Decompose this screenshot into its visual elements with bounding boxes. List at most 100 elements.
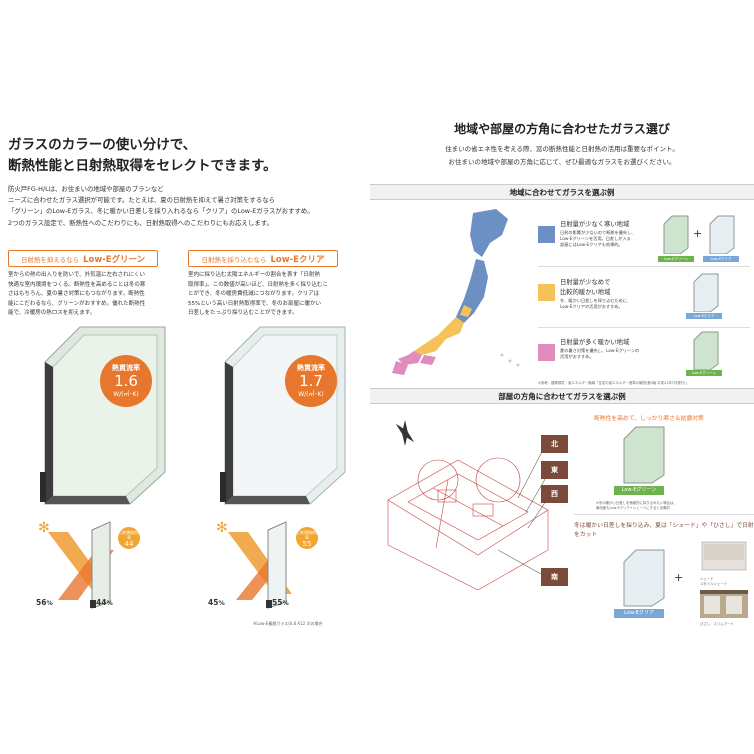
plus-icon: + (674, 571, 684, 584)
region-title: 日射量が少なめで (560, 279, 611, 286)
clear-glass-icon (709, 215, 735, 254)
room-section-header: 部屋の方角に合わせてガラスを選ぶ例 (370, 388, 754, 404)
japan-map (392, 209, 520, 375)
desc-line: 日差しをたっぷり採り込むことができます。 (188, 310, 298, 317)
left-body: 防火戸FG-H/Lは、お住まいの地域や部屋のプランなど ニーズに合わせたガラス選… (8, 184, 348, 229)
region-title: 比較的暖かい地域 (560, 289, 611, 296)
desc-line: 快適な室内環境をつくる。断熱性を高めることは冬の寒 (8, 281, 146, 288)
green-description: 室からの熱の出入りを防いで、外気温に左右されにくい 快適な室内環境をつくる。断熱… (8, 271, 163, 319)
desc-line: 室からの熱の出入りを防いで、外気温に左右されにくい (8, 272, 146, 278)
subtitle-line: 住まいの省エネ性を考える際、窓の断熱性能と日射熱の活用は重要なポイント。 (445, 145, 679, 153)
plus-icon: + (693, 227, 703, 240)
left-body-line: 「グリーン」のLow-Eガラス、冬に暖かい日差しを採り入れるなら「クリア」のLo… (8, 207, 314, 216)
region-desc: 冬、暖かい日差しを採り込むために、 (560, 298, 632, 303)
left-body-line: 防火戸FG-H/Lは、お住まいの地域や部屋のプランなど (8, 185, 164, 193)
region-color-swatch (538, 284, 555, 301)
green-u-value-badge: 熱貫流率 1.6 W/(㎡･K) (100, 355, 152, 407)
north-recommendation-text: 断熱性を高めて、しっかり寒さ＆結露対策 (594, 416, 704, 422)
left-title-line2: 断熱性能と日射熱取得をセレクトできます。 (8, 158, 277, 174)
note-line: ※冬の暖かい日差しを積極的に採り込みたい場合は、 (596, 501, 677, 505)
divider (574, 514, 754, 515)
divider (538, 327, 750, 328)
desc-line: 能で、冷暖房の熱ロスを抑えます。 (8, 310, 96, 317)
north-note: ※冬の暖かい日差しを積極的に採り込みたい場合は、 東西面もLow-Eクリア+シェ… (596, 500, 746, 510)
clear-glass-illustration (220, 326, 346, 505)
badge-unit: W/(㎡･K) (113, 391, 139, 398)
desc-line: 55%という高い日射熱取得率で、冬のお部屋に暖かい (188, 300, 322, 307)
region-desc: 日射の影響が少ないので断熱を優先し、 (560, 230, 636, 235)
region-desc: Low-Eグリーンを活用。日差しが入る (560, 236, 631, 241)
divider (538, 266, 750, 267)
tag-low-e-green: 日射熱を抑えるなら Low-Eグリーン (8, 250, 158, 267)
label-low-e-clear: Low-Eクリア (703, 256, 739, 262)
tag-name: Low-Eグリーン (83, 254, 146, 265)
right-title: 地域や部屋の方角に合わせたガラス選び (454, 122, 670, 136)
tag-low-e-clear: 日射熱を採り込むなら Low-Eクリア (188, 250, 338, 267)
shade-label: シェード スタイルシェード (700, 577, 728, 586)
tag-prefix: 日射熱を採り込むなら (201, 255, 267, 264)
green-glass-icon (623, 426, 665, 484)
region-mild-text: 日射量が少なめで 比較的暖かい地域 冬、暖かい日差しを採り込むために、 Low-… (560, 278, 660, 310)
glass-footnote: ※Low-E複層ガラス(6.8 A12 3)の場合 (253, 621, 323, 626)
badge-value: 1.6 (114, 372, 138, 390)
sun-icon: ✻ (216, 520, 228, 536)
desc-line: さはもちろん、夏の暑さ対策にもつながります。断熱性 (8, 291, 145, 298)
green-glass-icon (663, 215, 689, 254)
desc-line: 能にこだわるなら、グリーンがおすすめ。優れた断熱性 (8, 300, 146, 307)
region-title: 日射量が多く暖かい地域 (560, 339, 630, 346)
green-solar-diagram (48, 521, 114, 609)
clear-description: 室内に採り込む太陽エネルギーの割合を表す「日射熱 取得率」。この数値が高いほど、… (188, 271, 348, 319)
right-subtitle: 住まいの省エネ性を考える際、窓の断熱性能と日射熱の活用は重要なポイント。 お住ま… (370, 143, 754, 169)
region-cold-text: 日射量が少なく寒い地域 日射の影響が少ないので断熱を優先し、 Low-Eグリーン… (560, 220, 655, 248)
left-body-line: ニーズに合わせたガラス選択が可能です。たとえば、夏の日射熱を抑えて暑さ対策をする… (8, 196, 275, 205)
clear-pct-left: 45% (208, 598, 225, 607)
clear-solar-badge: 日射熱取得率 55 (296, 527, 318, 549)
left-title: ガラスのカラーの使い分けで、 断熱性能と日射熱取得をセレクトできます。 (8, 135, 353, 177)
solar-badge-label: 日射熱取得率 (297, 530, 317, 540)
direction-north: 北 (541, 435, 568, 453)
clear-u-value-badge: 熱貫流率 1.7 W/(㎡･K) (285, 355, 337, 407)
clear-glass-icon (693, 273, 719, 312)
badge-label: 熱貫流率 (297, 364, 325, 372)
green-pct-left: 56% (36, 598, 53, 607)
desc-line: 取得率」。この数値が高いほど、日射熱を多く採り込むこ (188, 281, 328, 288)
desc-line: とができ、冬の暖房費低減につながります。クリアは (188, 291, 320, 298)
region-desc: 活用がおすすめ。 (560, 354, 594, 359)
badge-value: 1.7 (299, 372, 323, 390)
region-title: 日射量が少なく寒い地域 (560, 221, 630, 228)
region-desc: 夏の暑さ対策を優先し、Low-Eグリーンの (560, 348, 640, 353)
label-low-e-clear: Low-Eクリア (614, 609, 664, 618)
eave-illustration (700, 590, 748, 618)
clear-pct-right: 55% (272, 598, 289, 607)
badge-unit: W/(㎡･K) (298, 391, 324, 398)
green-glass-illustration (40, 326, 166, 505)
region-color-swatch (538, 226, 555, 243)
label-low-e-clear: Low-Eクリア (686, 313, 722, 319)
clear-solar-diagram (228, 521, 292, 609)
direction-east: 東 (541, 461, 568, 479)
clear-glass-icon (623, 549, 665, 607)
label-low-e-green: Low-Eグリーン (686, 370, 722, 376)
south-recommendation-text: 冬は暖かい日差しを採り込み、夏は「シェード」や「ひさし」で日射をカット (574, 523, 754, 538)
left-body-line: 2つのガラス設定で、断熱性へのこだわりにも、日射熱取得へのこだわりにもお応えしま… (8, 218, 273, 227)
note-line: 東西面もLow-Eクリア+シェードにすると効果的 (596, 506, 670, 510)
compass-icon (395, 420, 415, 446)
desc-line: 室内に採り込む太陽エネルギーの割合を表す「日射熱 (188, 272, 321, 278)
shade-illustration (701, 541, 747, 571)
label-low-e-green: Low-Eグリーン (614, 486, 664, 495)
label-low-e-green: Low-Eグリーン (658, 256, 694, 262)
eave-label: ひさし：スリムアート (700, 622, 734, 626)
left-title-line1: ガラスのカラーの使い分けで、 (8, 137, 197, 153)
tag-prefix: 日射熱を抑えるなら (20, 255, 80, 264)
solar-badge-label: 日射熱取得率 (119, 530, 139, 540)
region-desc: 部屋にはLow-Eクリアも効果的。 (560, 242, 623, 247)
region-warm-text: 日射量が多く暖かい地域 夏の暑さ対策を優先し、Low-Eグリーンの 活用がおすす… (560, 338, 660, 360)
green-pct-right: 44% (96, 598, 113, 607)
region-section-header: 地域に合わせてガラスを選ぶ例 (370, 184, 754, 200)
floor-plan-illustration (387, 443, 549, 590)
region-color-swatch (538, 344, 555, 361)
badge-label: 熱貫流率 (112, 364, 140, 372)
tag-name: Low-Eクリア (270, 254, 325, 265)
region-reference-note: ※参考：建築環境・省エネルギー機構「住宅の省エネルギー基準の解説(第3版 平成2… (538, 381, 689, 385)
green-glass-icon (693, 331, 719, 370)
